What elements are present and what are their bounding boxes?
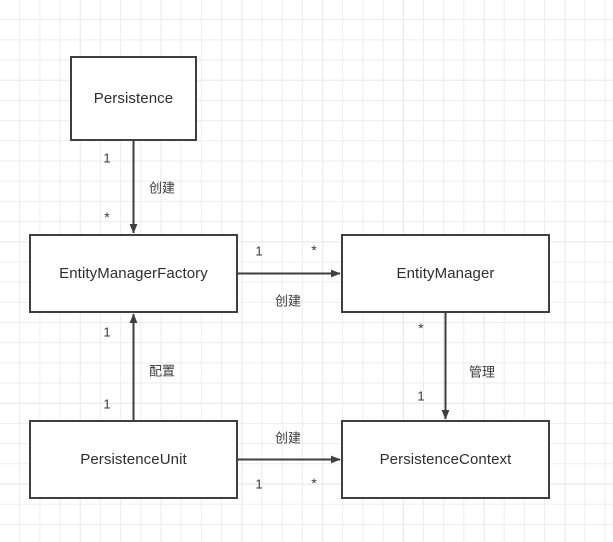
edge-source-multiplicity-persistence-unit-configures-emf: 1 (103, 396, 111, 412)
edge-target-multiplicity-em-manages-persistence-context: 1 (417, 388, 425, 404)
edge-target-multiplicity-persistence-creates-emf: * (104, 209, 110, 225)
node-persistence-context[interactable]: PersistenceContext (341, 420, 550, 499)
edge-label-emf-creates-em: 创建 (274, 293, 302, 309)
edge-target-multiplicity-persistence-unit-creates-persistence-context: * (311, 475, 317, 491)
node-persistence-unit[interactable]: PersistenceUnit (29, 420, 238, 499)
edge-source-multiplicity-persistence-unit-creates-persistence-context: 1 (255, 476, 263, 492)
edge-label-persistence-creates-emf: 创建 (148, 180, 176, 196)
edge-target-multiplicity-persistence-unit-configures-emf: 1 (103, 324, 111, 340)
edge-target-multiplicity-emf-creates-em: * (311, 242, 317, 258)
node-persistence[interactable]: Persistence (70, 56, 197, 141)
edge-source-multiplicity-persistence-creates-emf: 1 (103, 150, 111, 166)
edge-label-persistence-unit-creates-persistence-context: 创建 (274, 430, 302, 446)
node-label-persistence-context: PersistenceContext (379, 451, 512, 468)
node-label-entity-manager-factory: EntityManagerFactory (59, 265, 208, 282)
node-label-persistence: Persistence (93, 90, 174, 107)
edge-label-persistence-unit-configures-emf: 配置 (148, 363, 176, 379)
node-entity-manager[interactable]: EntityManager (341, 234, 550, 313)
edge-source-multiplicity-emf-creates-em: 1 (255, 243, 263, 259)
edge-source-multiplicity-em-manages-persistence-context: * (418, 320, 424, 336)
node-label-persistence-unit: PersistenceUnit (80, 451, 187, 468)
node-label-entity-manager: EntityManager (396, 265, 495, 282)
edge-label-em-manages-persistence-context: 管理 (468, 364, 496, 380)
node-entity-manager-factory[interactable]: EntityManagerFactory (29, 234, 238, 313)
